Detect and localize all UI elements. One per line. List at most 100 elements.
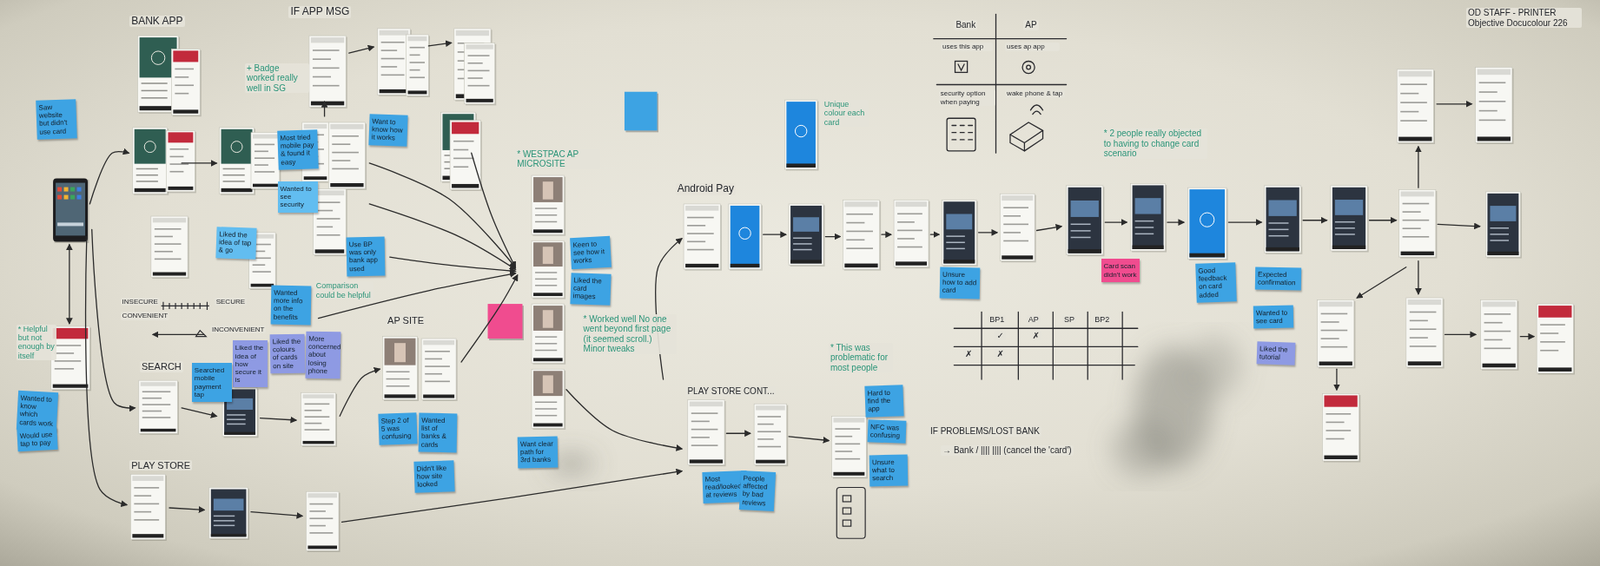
phone-tap-sketch xyxy=(1010,122,1044,152)
sticky-note-text: Want clear path for 3rd banks xyxy=(519,439,555,464)
screen-detail xyxy=(1540,332,1559,335)
printed-screen xyxy=(151,216,188,278)
nav-bar xyxy=(533,357,563,362)
screen-detail xyxy=(142,416,172,419)
table-cell: uses ap app xyxy=(1004,42,1060,51)
flow-arrow xyxy=(1520,336,1534,338)
screen-detail xyxy=(687,249,715,252)
screen-detail xyxy=(408,36,428,41)
screen-detail xyxy=(535,343,557,345)
screen-detail xyxy=(213,515,235,518)
screen-detail xyxy=(895,201,927,207)
section-heading: IF APP MSG xyxy=(288,6,351,19)
nav-bar xyxy=(895,261,927,265)
app-screenshot xyxy=(893,199,930,269)
screen-detail xyxy=(1402,236,1430,239)
smudge xyxy=(1111,420,1173,478)
sticky-note-text: Good feedback on card added xyxy=(1197,265,1234,299)
blank-sticky-layer xyxy=(488,92,660,341)
screen-detail xyxy=(1071,224,1091,226)
screen-detail xyxy=(136,168,159,171)
app-screenshot xyxy=(1330,185,1369,253)
nav-bar xyxy=(1408,361,1442,366)
table-heading: BP1 xyxy=(987,315,1006,324)
sticky-note-text: More concerned about losing phone xyxy=(308,334,339,376)
printed-screen xyxy=(531,304,565,364)
nav-bar xyxy=(330,183,364,187)
screen-detail xyxy=(1484,313,1512,316)
nav-bar xyxy=(1482,363,1516,369)
screen-detail xyxy=(309,510,325,513)
screen-detail xyxy=(223,174,245,177)
nav-bar xyxy=(152,272,186,277)
paper-shadow xyxy=(1131,185,1167,253)
app-screenshot xyxy=(305,491,340,553)
flow-arrow xyxy=(1417,146,1419,188)
keypad-sketch xyxy=(946,118,976,152)
flow-arrow xyxy=(251,512,303,517)
app-screenshot xyxy=(1264,185,1303,255)
app-icon-sketch xyxy=(1026,65,1032,70)
screen-detail xyxy=(535,402,557,404)
screen-detail xyxy=(409,76,425,79)
screen-detail xyxy=(133,487,159,490)
scale-end-label: SECURE xyxy=(214,297,247,306)
screen-detail xyxy=(307,493,338,498)
flow-arrow xyxy=(323,101,325,116)
phone-detail xyxy=(842,508,851,515)
app-screenshot xyxy=(784,99,819,171)
paper-shadow xyxy=(943,201,979,267)
screen-detail xyxy=(834,450,853,453)
bank-ap-sketch-table xyxy=(933,13,1067,153)
screen-detail xyxy=(786,101,816,168)
sticky-note-text: Keen to see how it works xyxy=(572,239,609,266)
printed-screen xyxy=(687,400,725,466)
sticky-note: Want to know how it works xyxy=(369,113,409,146)
paper-shadow xyxy=(1067,186,1105,257)
marker-note: * This was problematic for most people xyxy=(828,343,893,374)
screen-detail xyxy=(304,429,331,431)
sticky-note: Wanted to see card xyxy=(1252,305,1293,330)
screen-detail xyxy=(1269,229,1290,232)
flow-arrow xyxy=(339,369,380,417)
flow-arrow xyxy=(1228,221,1262,223)
scale-end-label: INSECURE xyxy=(120,297,160,306)
app-screenshot xyxy=(1066,185,1105,257)
app-screenshot xyxy=(219,127,256,196)
screen-detail xyxy=(211,489,247,538)
screen-detail xyxy=(1400,101,1428,104)
screen-detail xyxy=(1402,203,1430,205)
flow-arrow xyxy=(260,418,297,421)
screen-detail xyxy=(451,122,479,135)
screen-detail xyxy=(1540,323,1566,326)
flow-arrow xyxy=(349,46,374,53)
screen-detail xyxy=(424,350,450,353)
screen-detail xyxy=(1323,395,1357,407)
nav-bar xyxy=(533,292,563,297)
screen-detail xyxy=(1484,330,1512,333)
screen-detail xyxy=(252,271,272,273)
nav-bar xyxy=(221,188,253,192)
screen-detail xyxy=(174,84,194,86)
app-icon-sketch xyxy=(1022,60,1035,73)
grid-line xyxy=(1018,311,1019,380)
flow-arrow xyxy=(1369,219,1397,221)
screen-detail xyxy=(169,156,184,159)
screen-detail xyxy=(1325,429,1351,432)
phone-sketch xyxy=(836,488,866,540)
nav-bar xyxy=(1266,247,1300,252)
screen-detail xyxy=(409,54,421,57)
nav-bar xyxy=(315,249,345,253)
nav-bar xyxy=(943,259,975,264)
screen-detail xyxy=(252,134,278,139)
table-line xyxy=(933,38,1067,40)
screen-detail xyxy=(381,41,405,44)
phone-detail xyxy=(842,520,851,527)
screen-detail xyxy=(424,365,450,368)
screen-detail xyxy=(1071,200,1099,218)
screen-detail xyxy=(453,158,474,160)
screen-detail xyxy=(846,239,865,242)
marker-note: Comparison could be helpful xyxy=(314,281,375,300)
